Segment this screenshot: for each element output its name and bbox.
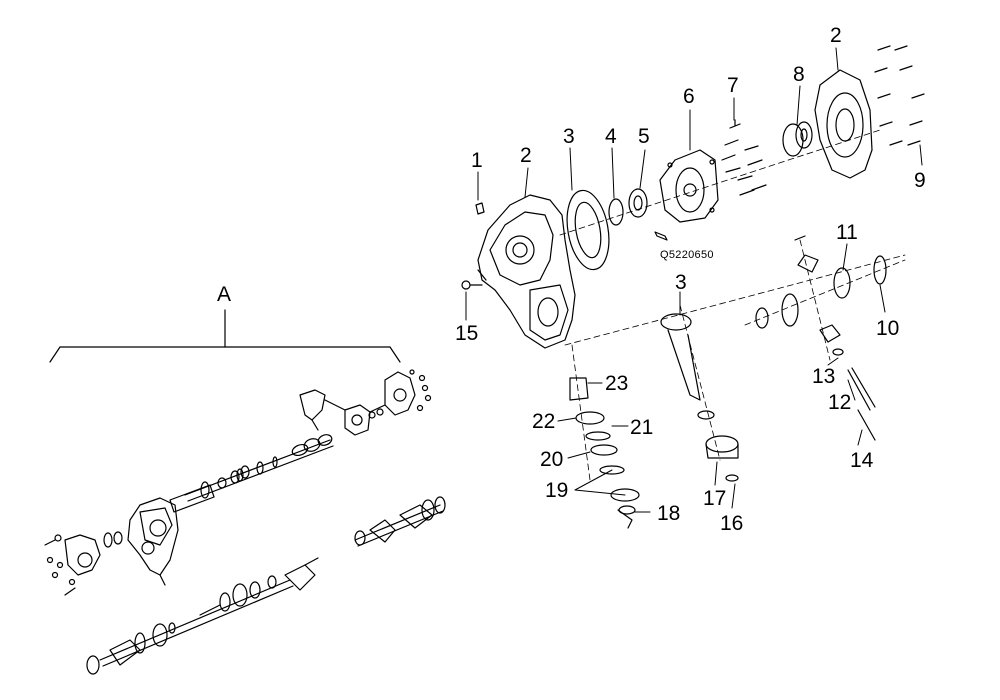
callout-22: 22 (532, 410, 556, 433)
sleeve-23 (569, 377, 589, 401)
callout-18: 18 (657, 502, 681, 525)
callout-17: 17 (703, 487, 727, 510)
ring-gear (566, 189, 610, 271)
callout-23: 23 (605, 372, 629, 395)
callout-21: 21 (630, 416, 654, 439)
bearing-17 (705, 435, 739, 459)
callout-14: 14 (850, 449, 874, 472)
shim-4 (608, 198, 624, 226)
bolts-7 (721, 119, 767, 196)
callout-13: 13 (812, 365, 836, 388)
callout-8: 8 (793, 63, 805, 86)
callout-12: 12 (828, 391, 852, 414)
callout-3-pinion: 3 (675, 271, 687, 294)
callout-15: 15 (455, 322, 479, 345)
callout-2-cover: 2 (830, 24, 842, 47)
assembly-axis-lines (559, 129, 906, 481)
bolts-9 (874, 45, 925, 146)
callout-19: 19 (545, 479, 569, 502)
plug-1 (475, 202, 485, 215)
callout-5: 5 (638, 125, 650, 148)
differential-case (659, 149, 719, 223)
pin-part (654, 231, 668, 241)
callout-6: 6 (683, 85, 695, 108)
callout-9: 9 (914, 169, 926, 192)
diff-housing-left (469, 194, 576, 349)
bearing-5 (628, 188, 648, 218)
callout-11: 11 (836, 221, 858, 244)
ring-16 (725, 474, 739, 482)
callout-4: 4 (605, 125, 617, 148)
bearing-8 (782, 121, 813, 157)
diff-cover-right (814, 69, 873, 179)
callout-20: 20 (540, 448, 564, 471)
part-code-label: Q5220650 (660, 249, 714, 261)
callout-16: 16 (720, 512, 744, 535)
callout-7: 7 (727, 74, 739, 97)
group-a-label: A (217, 283, 232, 306)
group-a-bracket (49, 309, 401, 363)
side-gears (755, 235, 887, 441)
callout-2-housing: 2 (520, 144, 532, 167)
plug-15 (461, 280, 471, 290)
callout-3-ring-gear: 3 (563, 125, 575, 148)
drive-pinion (660, 313, 715, 420)
callout-10: 10 (876, 317, 900, 340)
leader-lines (465, 47, 923, 513)
overview-front-axle-assembly (44, 369, 446, 675)
callout-1: 1 (471, 149, 483, 172)
